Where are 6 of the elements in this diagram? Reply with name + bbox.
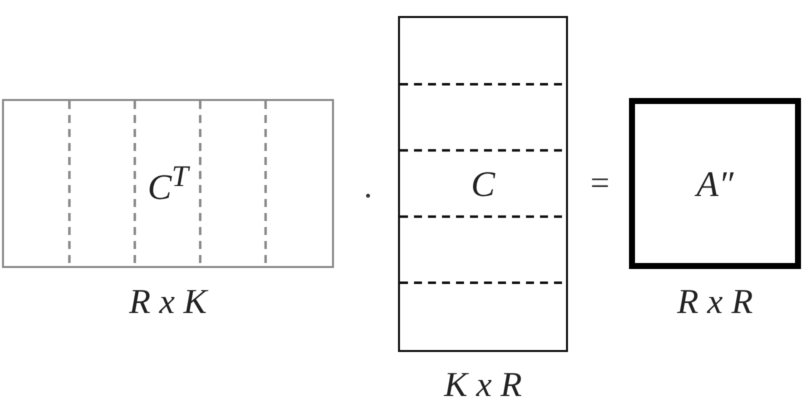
dimension-label: R x K: [129, 284, 207, 319]
dimension-label: R x R: [677, 284, 753, 319]
matrix-box: [629, 98, 801, 269]
dimension-label: K x R: [444, 367, 522, 402]
equals-sign: =: [590, 167, 610, 201]
multiplication-dot: ·: [362, 180, 374, 214]
